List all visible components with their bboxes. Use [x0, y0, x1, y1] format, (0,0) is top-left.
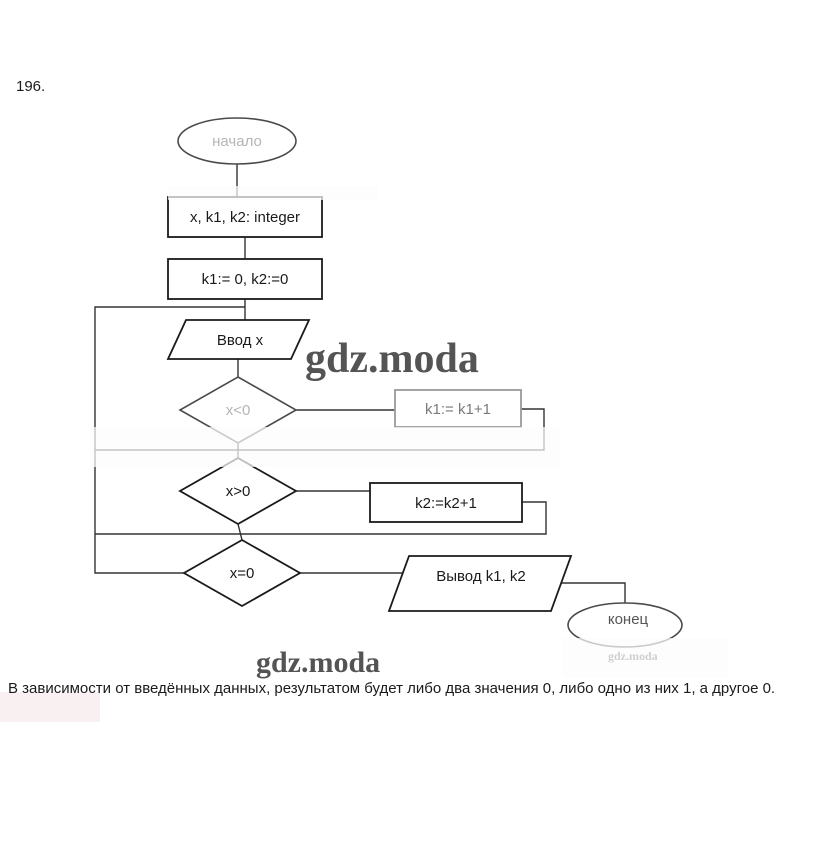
end-terminator-label: конец	[608, 611, 649, 628]
watermark-secondary: gdz.moda	[256, 646, 380, 679]
init-block-shape	[167, 258, 323, 300]
cond-negative-label: x<0	[226, 402, 251, 419]
increment-k1-label: k1:= k1+1	[425, 401, 491, 418]
solution-note: В зависимости от введённых данных, резул…	[8, 680, 776, 697]
init-block-label: k1:= 0, k2:=0	[202, 271, 289, 288]
increment-k2-shape	[369, 482, 523, 523]
watermark-main: gdz.moda	[305, 336, 479, 382]
input-block-shape	[166, 319, 311, 360]
connector-cond2-cond3	[237, 523, 243, 541]
watermark-tiny: gdz.moda	[608, 649, 658, 663]
output-block-shape	[387, 555, 573, 612]
cond-zero-label: x=0	[230, 565, 255, 582]
start-terminator-label: начало	[212, 133, 262, 150]
increment-k1-shape	[394, 389, 522, 428]
connector-output-end	[561, 582, 626, 603]
start-terminator-shape	[177, 117, 297, 165]
cond-positive-label: x>0	[226, 483, 251, 500]
increment-k2-label: k2:=k2+1	[415, 495, 477, 512]
connector-inc2-return	[95, 501, 547, 535]
flowchart-connectors	[94, 164, 626, 603]
output-block-label: Вывод k1, k2	[436, 568, 526, 585]
input-block-label: Ввод x	[217, 332, 264, 349]
cond-positive-shape	[178, 456, 298, 526]
declare-block-label: x, k1, k2: integer	[190, 209, 300, 226]
cond-zero-shape	[182, 538, 302, 608]
problem-number: 196.	[16, 78, 46, 95]
